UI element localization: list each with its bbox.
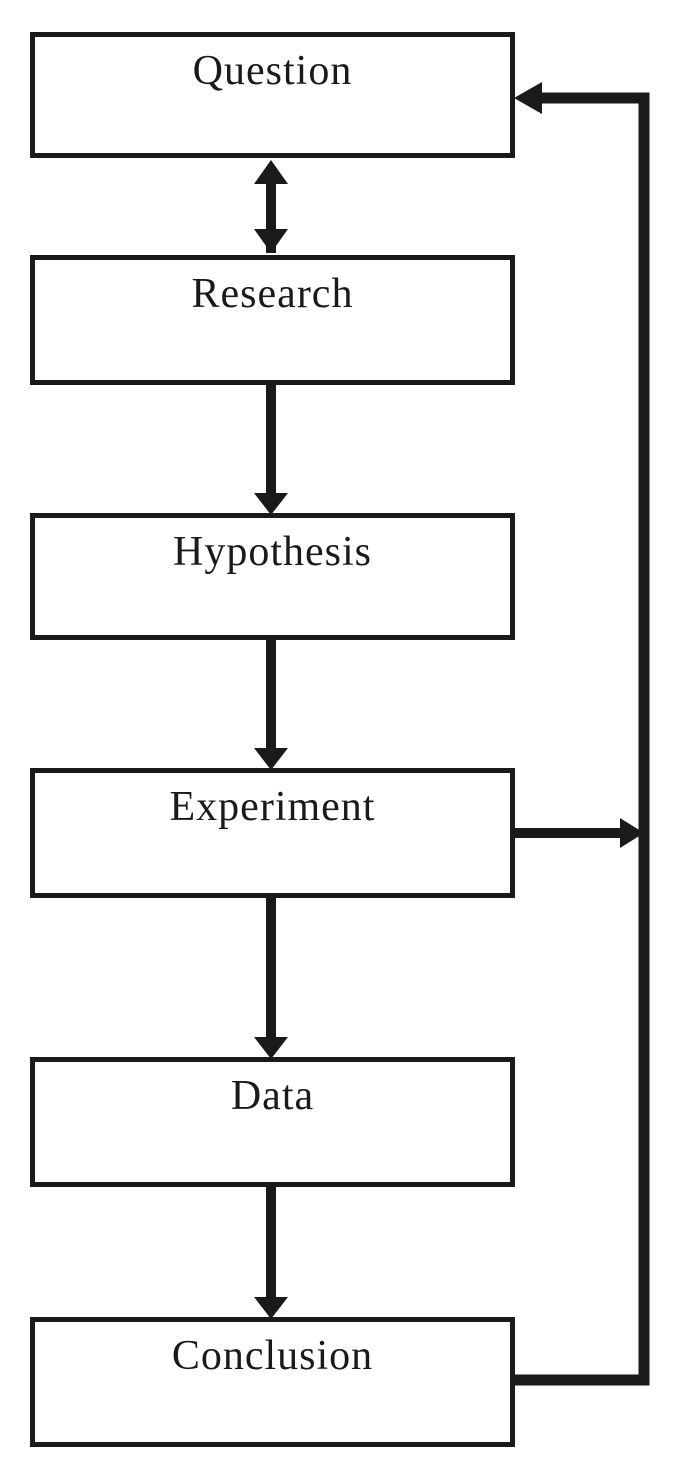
edge-conclusion-question-feedback-line bbox=[513, 82, 650, 1386]
node-data: Data bbox=[30, 1057, 515, 1187]
edge-research-hypothesis-arrow bbox=[254, 381, 288, 515]
edge-hypothesis-experiment-arrow bbox=[254, 638, 288, 770]
node-data-label: Data bbox=[230, 1073, 315, 1119]
node-experiment-label: Experiment bbox=[169, 784, 376, 830]
node-research: Research bbox=[30, 255, 515, 385]
node-question-label: Question bbox=[192, 48, 353, 94]
edge-experiment-data-arrow bbox=[254, 896, 288, 1059]
node-conclusion: Conclusion bbox=[30, 1317, 515, 1447]
node-conclusion-label: Conclusion bbox=[171, 1333, 374, 1379]
edge-data-conclusion-arrow bbox=[254, 1185, 288, 1319]
node-experiment: Experiment bbox=[30, 768, 515, 898]
edge-question-research-double-arrow bbox=[254, 160, 288, 253]
node-hypothesis-label: Hypothesis bbox=[173, 529, 372, 575]
edge-experiment-feedback-arrow bbox=[510, 818, 644, 848]
node-research-label: Research bbox=[191, 271, 354, 317]
node-question: Question bbox=[30, 32, 515, 158]
node-hypothesis: Hypothesis bbox=[30, 513, 515, 640]
